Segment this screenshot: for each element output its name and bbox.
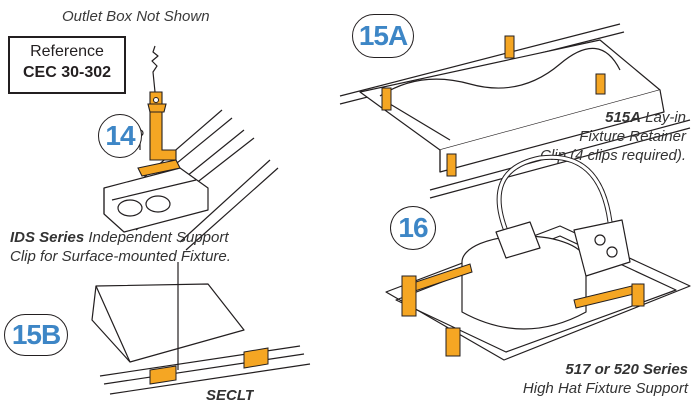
caption-16: 517 or 520 Series High Hat Fixture Suppo… bbox=[476, 360, 688, 398]
badge-15b: 15B bbox=[4, 314, 68, 356]
caption-14-line1: Independent Support bbox=[84, 229, 229, 246]
caption-15a-line1: Lay-in bbox=[640, 109, 686, 126]
reference-code: CEC 30-302 bbox=[22, 64, 112, 81]
caption-15b-partial: SECLT bbox=[206, 387, 255, 404]
outlet-box-note: Outlet Box Not Shown bbox=[62, 8, 210, 25]
caption-15a-bold: 515A bbox=[605, 109, 641, 126]
caption-14-line2: Clip for Surface-mounted Fixture. bbox=[10, 248, 231, 265]
caption-15a-line2: Fixture Retainer bbox=[579, 128, 686, 145]
caption-15a-line3: Clip (4 clips required). bbox=[540, 147, 686, 164]
badge-15a: 15A bbox=[352, 14, 414, 58]
caption-15b: SECLT bbox=[206, 386, 254, 404]
badge-16: 16 bbox=[390, 206, 436, 250]
caption-15a: 515A Lay-in Fixture Retainer Clip (4 cli… bbox=[520, 108, 686, 165]
badge-14: 14 bbox=[98, 114, 142, 158]
reference-box: Reference CEC 30-302 bbox=[8, 36, 126, 94]
caption-14-bold: IDS Series bbox=[10, 229, 85, 246]
caption-14: IDS Series Independent Support Clip for … bbox=[10, 228, 231, 266]
reference-label: Reference bbox=[30, 43, 104, 60]
caption-16-bold: 517 or 520 Series bbox=[565, 361, 688, 378]
caption-16-line2: High Hat Fixture Support bbox=[522, 380, 688, 397]
